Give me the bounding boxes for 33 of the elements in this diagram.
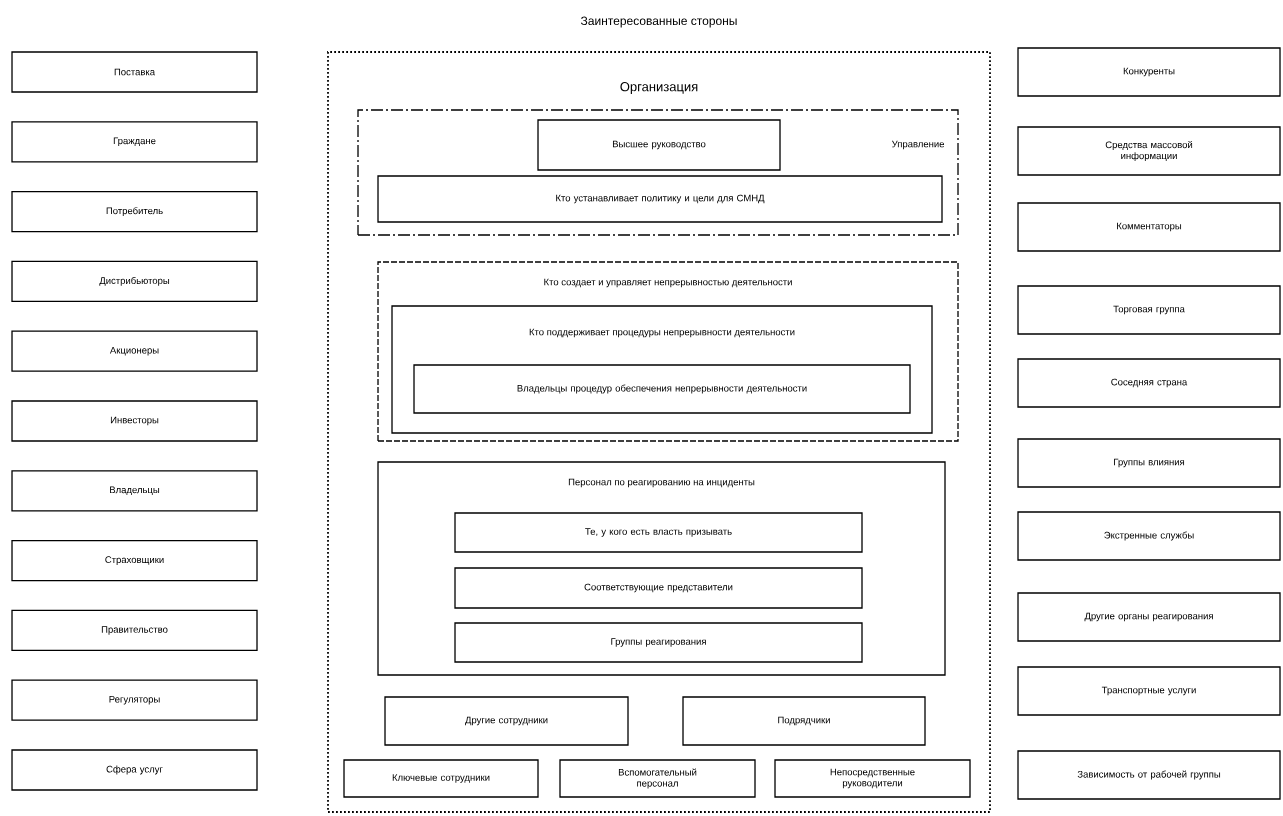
stakeholder-box: Экстренные службы: [1017, 511, 1281, 561]
stakeholder-box: Регуляторы: [11, 679, 258, 721]
stakeholder-box: Высшее руководство: [537, 119, 781, 171]
stakeholder-box: Торговая группа: [1017, 285, 1281, 335]
stakeholder-box: Сфера услуг: [11, 749, 258, 791]
stakeholder-box: Соседняя страна: [1017, 358, 1281, 408]
stakeholder-box: Непосредственные руководители: [774, 759, 971, 798]
stakeholder-box: Конкуренты: [1017, 47, 1281, 97]
stakeholder-box: Поставка: [11, 51, 258, 93]
stakeholder-box: Соответствующие представители: [454, 567, 863, 609]
stakeholder-box: Группы реагирования: [454, 622, 863, 663]
stakeholder-box: Средства массовой информации: [1017, 126, 1281, 176]
stakeholder-box: Владельцы: [11, 470, 258, 512]
stakeholder-box: Другие органы реагирования: [1017, 592, 1281, 642]
stakeholder-box: Граждане: [11, 121, 258, 163]
stakeholder-box: Зависимость от рабочей группы: [1017, 750, 1281, 800]
stakeholder-box: Кто устанавливает политику и цели для СМНД: [377, 175, 943, 223]
stakeholder-box: Страховщики: [11, 539, 258, 582]
stakeholder-box: Акционеры: [11, 330, 258, 372]
stakeholder-box: Ключевые сотрудники: [343, 759, 539, 798]
stakeholder-box: Другие сотрудники: [384, 696, 629, 746]
stakeholder-box: Владельцы процедур обеспечения непрерывности деятельности: [413, 364, 911, 414]
stakeholder-box: Вспомогательный персонал: [559, 759, 756, 798]
stakeholder-box: Правительство: [11, 609, 258, 652]
heading: Заинтересованные стороны: [580, 16, 737, 28]
stakeholder-box: Транспортные услуги: [1017, 666, 1281, 716]
stakeholder-box: Группы влияния: [1017, 438, 1281, 488]
stakeholder-box: Подрядчики: [682, 696, 926, 746]
stakeholder-box: Те, у кого есть власть призывать: [454, 512, 863, 553]
stakeholder-box: Комментаторы: [1017, 202, 1281, 252]
stakeholder-box: Потребитель: [11, 190, 258, 233]
stakeholder-box: Дистрибьюторы: [11, 260, 258, 303]
stakeholder-box: Инвесторы: [11, 400, 258, 442]
